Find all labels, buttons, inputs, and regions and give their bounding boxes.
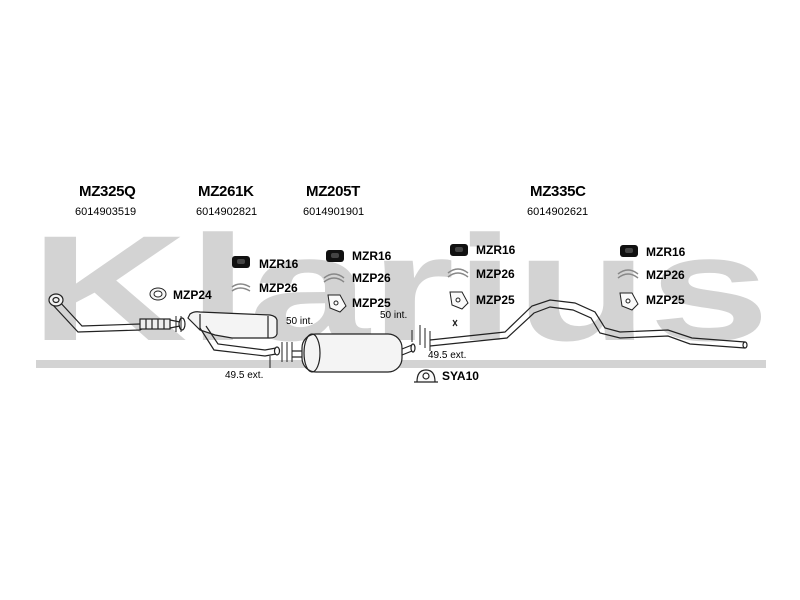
joint-markers	[175, 316, 431, 368]
fitting-code: MZR16	[646, 245, 686, 259]
joint-dimension: 49.5 ext.	[225, 370, 264, 381]
fitting-code: MZR16	[476, 243, 516, 257]
bracket-icon	[449, 291, 469, 310]
part-code: MZ325Q	[79, 183, 136, 200]
bracket-icon	[619, 292, 639, 311]
part-number: 6014903519	[75, 206, 137, 218]
front-pipe	[48, 293, 186, 333]
tail-pipe	[429, 299, 748, 349]
part-code: MZ335C	[530, 183, 586, 200]
gasket-ring-icon	[149, 287, 167, 301]
part-code: MZ205T	[306, 183, 361, 200]
rear-silencer	[292, 333, 416, 373]
rubber-hanger-icon	[450, 244, 468, 256]
clamp-code: SYA10	[442, 369, 479, 383]
part-number: 6014902621	[527, 206, 589, 218]
fitting-code: MZP25	[352, 296, 391, 310]
joint-dimension: 50 int.	[286, 316, 314, 327]
part-code: MZ261K	[198, 183, 254, 200]
middle-silencer	[187, 311, 281, 357]
fitting-code: MZP25	[646, 293, 685, 307]
fitting-code: MZP26	[259, 281, 298, 295]
part-number: 6014901901	[303, 206, 365, 218]
fitting-code: MZP24	[173, 288, 212, 302]
fitting-code: MZP26	[352, 271, 391, 285]
part-number: 6014902821	[196, 206, 258, 218]
bracket-icon	[327, 294, 347, 313]
fitting-code: MZP25	[476, 293, 515, 307]
rubber-hanger-icon	[232, 256, 250, 268]
rubber-hanger-icon	[620, 245, 638, 257]
fitting-code: MZP26	[646, 268, 685, 282]
fitting-code: MZR16	[259, 257, 299, 271]
hanger-strap-icon	[323, 273, 345, 283]
hanger-strap-icon	[231, 283, 251, 292]
joint-dimension: 50 int.	[380, 310, 408, 321]
hanger-strap-icon	[447, 268, 469, 278]
hanger-strap-icon	[617, 269, 639, 279]
fitting-code: MZR16	[352, 249, 392, 263]
rubber-hanger-icon	[326, 250, 344, 262]
fitting-code: MZP26	[476, 267, 515, 281]
clamp-icon	[414, 369, 438, 383]
joint-dimension: 49.5 ext.	[428, 350, 467, 361]
